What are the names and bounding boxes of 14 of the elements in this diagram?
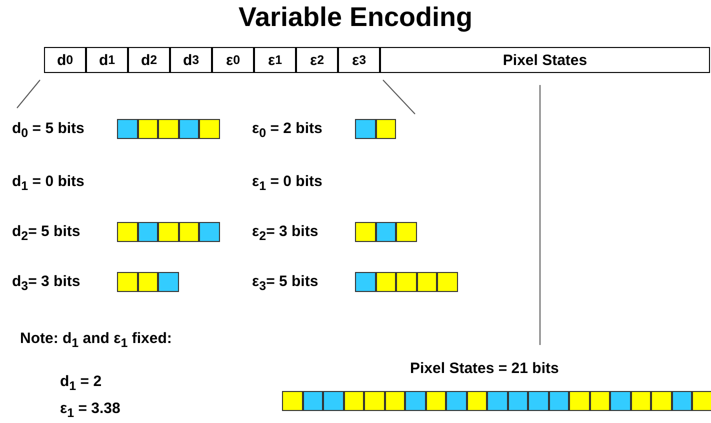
text-label: Note: d$_{1}$ and ε$_{1}$ fixed: — [20, 330, 172, 350]
text-label: Pixel States = 21 bits — [410, 360, 559, 377]
field-cell: Pixel States — [380, 47, 710, 73]
title: Variable Encoding — [237, 2, 474, 33]
text-label: ε$_{2}$= 3 bits — [252, 223, 318, 243]
text-label: d$_{3}$= 3 bits — [12, 273, 80, 293]
text-label: d$_{1}$ = 2 — [60, 373, 102, 393]
text-label: ε$_{3}$= 5 bits — [252, 273, 318, 293]
text-label: ε$_{1}$ = 0 bits — [252, 173, 322, 193]
text-label: d$_{0}$ = 5 bits — [12, 120, 84, 140]
text-label: d$_{1}$ = 0 bits — [12, 173, 84, 193]
text-label: ε$_{0}$ = 2 bits — [252, 120, 322, 140]
text-label: ε$_{1}$ = 3.38 — [60, 400, 120, 420]
text-label: d$_{2}$= 5 bits — [12, 223, 80, 243]
